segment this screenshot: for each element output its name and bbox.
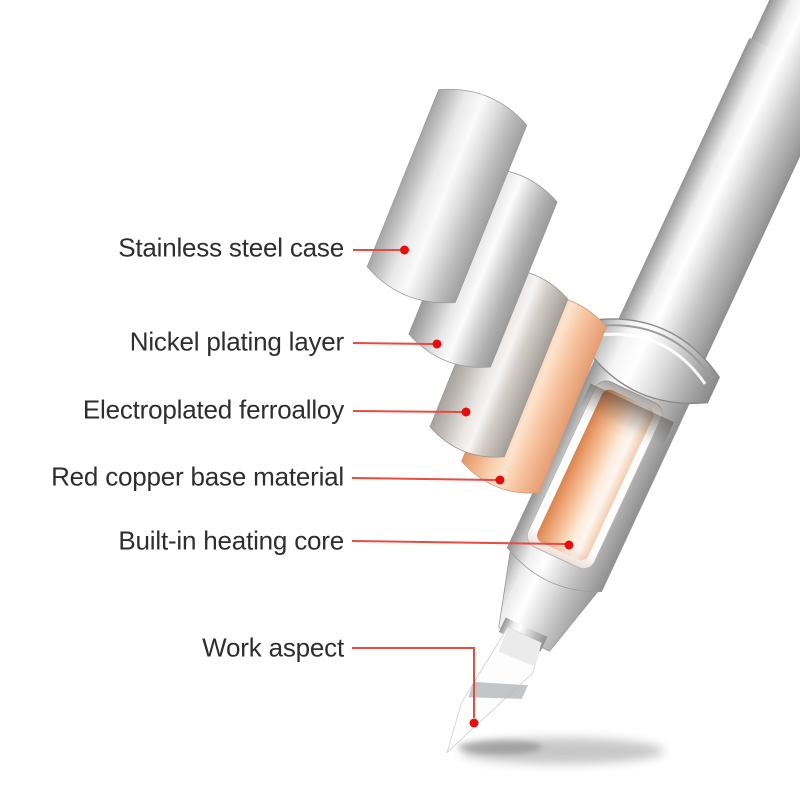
leader-work-aspect xyxy=(352,647,475,718)
tip-ground-shadow xyxy=(458,738,664,764)
callout-label-built-in-heating-core: Built-in heating core xyxy=(118,525,344,556)
leader-nickel-plating-layer xyxy=(352,342,434,345)
upper-shaft xyxy=(616,38,800,365)
callout-label-stainless-steel-case: Stainless steel case xyxy=(118,232,344,263)
soldering-iron-body xyxy=(446,0,800,754)
blade-stripe xyxy=(468,681,529,699)
leader-dots xyxy=(400,245,574,728)
callout-label-nickel-plating-layer: Nickel plating layer xyxy=(129,326,344,357)
collar-ring xyxy=(583,318,721,405)
leader-lines xyxy=(351,249,566,718)
callout-label-red-copper-base-material: Red copper base material xyxy=(51,461,344,492)
leader-red-copper-base-material xyxy=(351,477,497,481)
leader-electroplated-ferroalloy xyxy=(352,410,463,413)
collar-shadow xyxy=(579,383,674,446)
blade-facet xyxy=(498,627,542,667)
callout-label-work-aspect: Work aspect xyxy=(202,632,344,663)
callout-label-electroplated-ferroalloy: Electroplated ferroalloy xyxy=(82,394,344,425)
leader-built-in-heating-core xyxy=(351,540,566,545)
